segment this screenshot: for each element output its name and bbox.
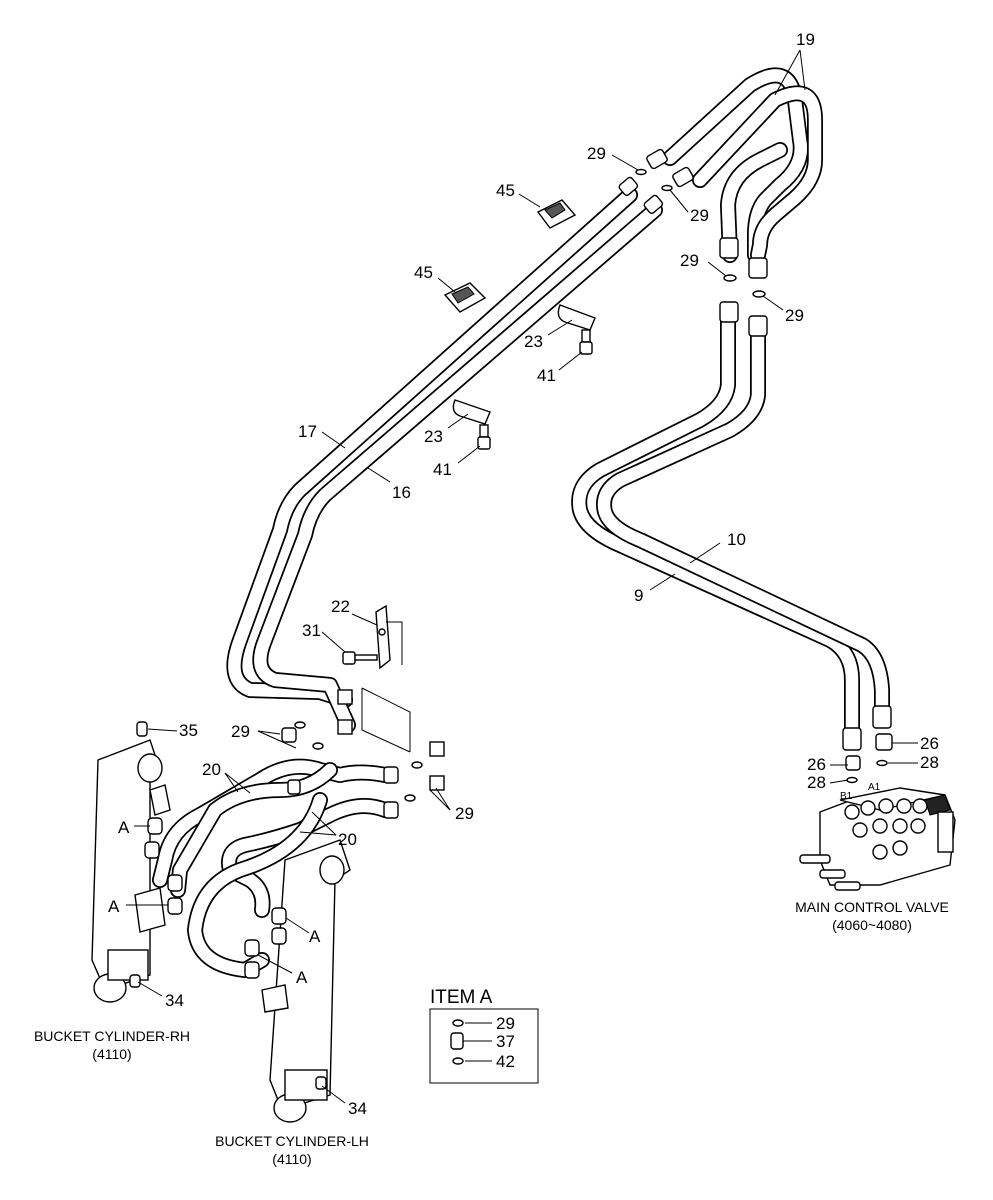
callout-29: 29 [455,804,474,823]
hose-9-10 [571,312,890,738]
o-rings [294,168,888,802]
bucket-cylinder-rh [91,721,171,1003]
callout-10: 10 [727,530,746,549]
valve-port-label-a1: A1 [868,782,881,793]
bolt-31 [342,651,378,665]
callout-23: 23 [424,427,443,446]
callout-29: 29 [231,722,250,741]
callout-45: 45 [496,181,515,200]
callout-34: 34 [348,1099,367,1118]
callout-29: 29 [680,251,699,270]
callout-23: 23 [524,332,543,351]
o-ring-icon [452,1019,464,1027]
callout-29: 29 [785,306,804,325]
callout-20: 20 [202,760,221,779]
callout-26: 26 [807,755,826,774]
item-a-frame [429,1008,539,1084]
callout-17: 17 [298,422,317,441]
item-a-title: ITEM A [430,987,493,1008]
callout-34: 34 [165,991,184,1010]
main-control-valve: B1 A1 [799,782,956,891]
callout-41: 41 [537,366,556,385]
item-a-part-37: 37 [496,1032,515,1051]
hose-16-17 [226,187,663,733]
o-ring-icon [452,1057,464,1065]
clamp-23-upper [557,304,596,355]
callout-a: A [108,897,120,916]
callout-20: 20 [338,830,357,849]
callout-28: 28 [920,753,939,772]
valve-port-label-b1: B1 [840,791,853,802]
caption-bucket-cylinder-rh: BUCKET CYLINDER-RH [34,1028,190,1044]
hose-19-drop [720,142,788,263]
callout-9: 9 [634,586,643,605]
caption-main-control-valve: MAIN CONTROL VALVE [795,899,949,915]
caption-bucket-cylinder-lh: BUCKET CYLINDER-LH [215,1133,369,1149]
callout-29: 29 [587,144,606,163]
caption-main-control-valve-ref: (4060~4080) [832,917,912,933]
pad-45-lower [443,282,487,313]
callout-numbers: 19 29 29 29 29 45 45 23 23 41 41 17 16 1… [108,30,939,1118]
hose-20 [152,758,393,978]
callout-29: 29 [690,206,709,225]
callout-35: 35 [179,721,198,740]
callout-31: 31 [302,621,321,640]
item-a-part-42: 42 [496,1052,515,1071]
callout-26: 26 [920,734,939,753]
caption-bucket-cylinder-rh-ref: (4110) [92,1046,131,1062]
connector-icon [450,1032,464,1050]
callout-45: 45 [414,263,433,282]
callout-28: 28 [807,773,826,792]
clamp-23-lower [452,399,491,450]
tube-block-assembly [281,687,445,819]
callout-19: 19 [796,30,815,49]
callout-16: 16 [392,483,411,502]
callout-a: A [118,818,130,837]
pad-45-upper [536,199,577,229]
clamp-22 [375,604,403,670]
item-a-part-29: 29 [496,1014,515,1033]
leader-lines [126,49,918,1104]
callout-a: A [296,968,308,987]
callout-41: 41 [433,460,452,479]
callout-a: A [309,927,321,946]
callout-22: 22 [331,597,350,616]
captions: MAIN CONTROL VALVE (4060~4080) BUCKET CY… [34,899,949,1167]
hose-end-fittings [618,148,893,771]
item-a-box: ITEM A 29 37 42 [429,987,539,1084]
hose-19-upper [662,67,823,263]
caption-bucket-cylinder-lh-ref: (4110) [272,1151,311,1167]
item-a-fittings [144,817,287,979]
bucket-cylinder-lh [129,839,351,1123]
